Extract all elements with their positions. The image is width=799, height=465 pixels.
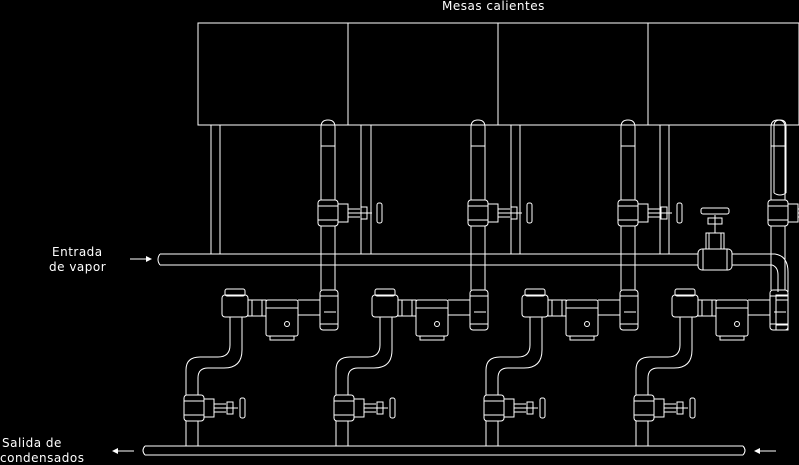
inlet-arrow-head [146, 256, 152, 262]
diagram-title: Mesas calientes [442, 0, 545, 13]
station-2 [333, 119, 533, 447]
hot-tables [197, 22, 799, 254]
condensate-line [112, 445, 776, 456]
station-1 [183, 119, 383, 447]
table-legs [210, 125, 670, 254]
steam-header [130, 253, 789, 292]
outlet-label-line2: condensados [0, 451, 85, 465]
outlet-arrow-head [112, 448, 118, 454]
inlet-label-line2: de vapor [49, 260, 107, 274]
end-drop-leg [773, 119, 789, 331]
header-crossing-mask [321, 253, 335, 266]
station-3 [483, 119, 683, 447]
inlet-label-line1: Entrada [52, 245, 103, 259]
return-arrow-head [754, 448, 760, 454]
outlet-label-line1: Salida de [2, 436, 62, 450]
header-valve [697, 207, 733, 271]
